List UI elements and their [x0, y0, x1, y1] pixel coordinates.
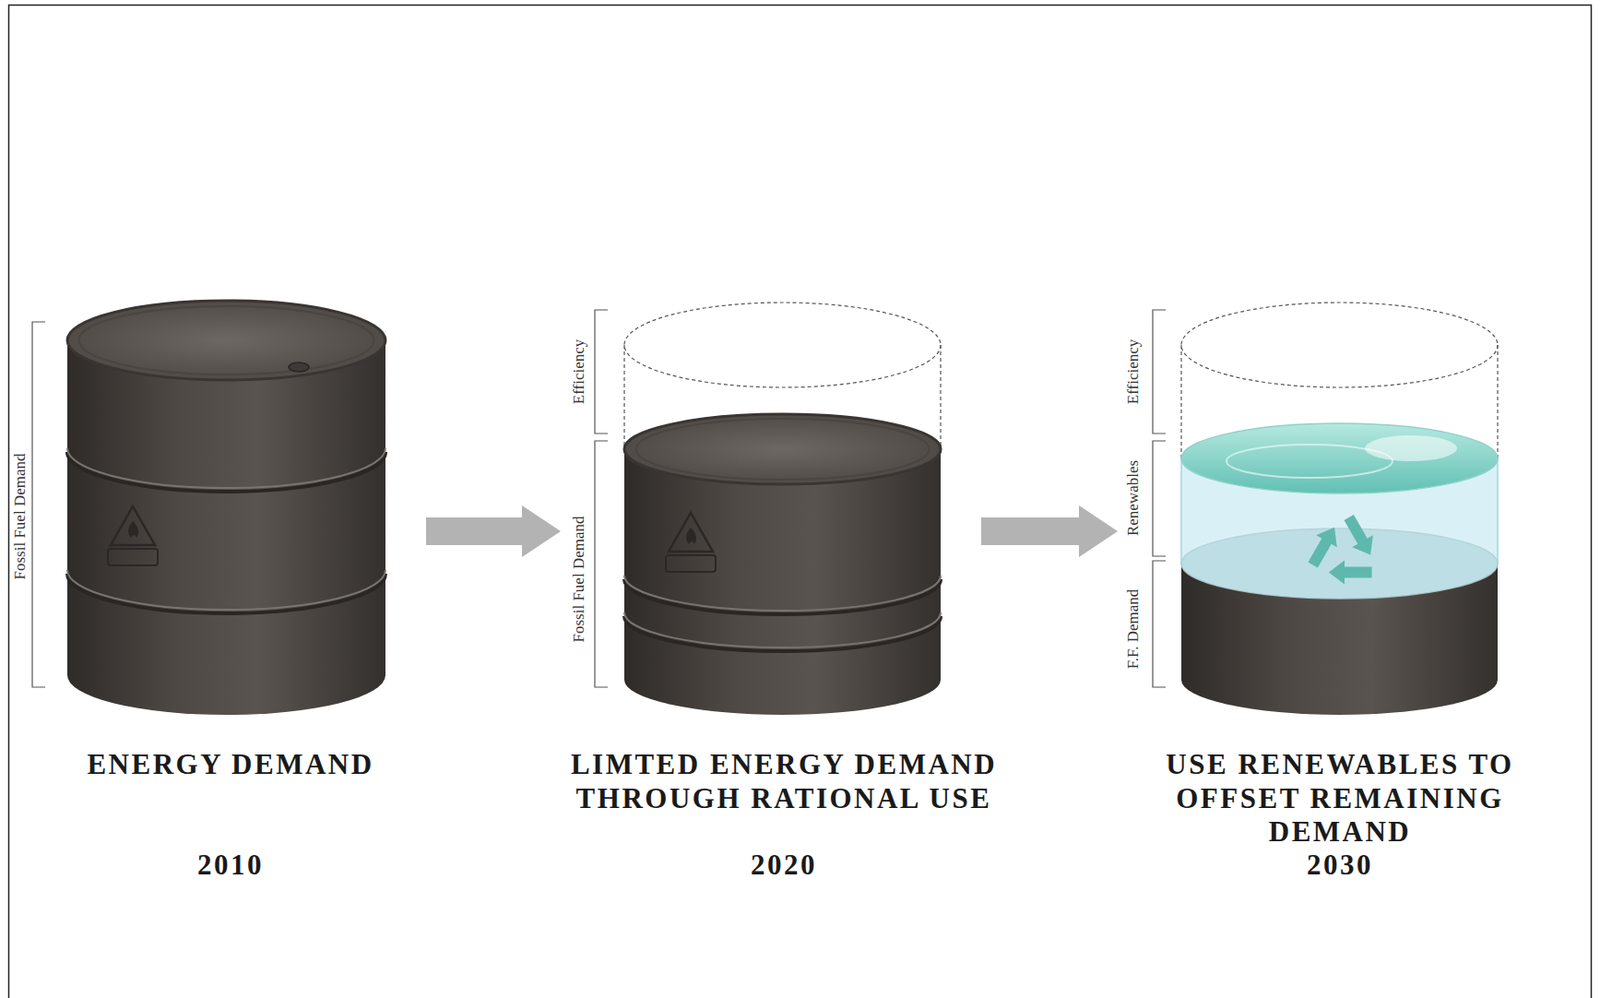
bracket [594, 440, 608, 688]
fossil-barrel [624, 616, 941, 652]
flow-arrow [981, 505, 1118, 558]
fossil-barrel [624, 612, 941, 648]
bracket [1152, 309, 1166, 434]
fossil-barrel [79, 306, 375, 375]
bracket [32, 321, 46, 688]
fossil-barrel [67, 569, 386, 610]
recycle-symbol [1344, 514, 1374, 556]
hazard-symbol [107, 548, 158, 566]
bracket [594, 309, 608, 434]
bracket [1152, 440, 1166, 557]
bracket [1152, 560, 1166, 688]
flow-arrow [426, 505, 561, 558]
fossil-barrel [67, 340, 386, 715]
efficiency-outline [1181, 302, 1498, 388]
fossil-barrel [67, 300, 386, 715]
fossil-barrel [288, 362, 309, 372]
hazard-symbol [110, 506, 155, 546]
bracket-label: Fossil Fuel Demand [570, 516, 587, 643]
frame [9, 5, 1592, 998]
bracket-label: Fossil Fuel Demand [11, 453, 28, 581]
bracket-label: Efficiency [1125, 339, 1141, 404]
efficiency-outline [1180, 344, 1182, 459]
year-label: 2010 [138, 848, 323, 883]
fossil-barrel [636, 418, 930, 480]
recycle-symbol [1327, 549, 1376, 595]
fossil-barrel [624, 414, 941, 715]
renewables-water [1364, 435, 1458, 462]
fossil-barrel [624, 579, 941, 615]
bracket-label: Efficiency [570, 339, 587, 404]
renewables-water [1496, 458, 1499, 564]
bracket-label: F.F. Demand [1125, 589, 1141, 670]
year-label: 2020 [691, 848, 877, 883]
stage-barrel: USE RENEWABLES TO OFFSET REMAINING DEMAN… [1121, 295, 1535, 720]
year-label: 2030 [1247, 848, 1433, 883]
renewables-water [1181, 423, 1498, 599]
recycle-symbol [1298, 514, 1377, 595]
hazard-symbol [107, 506, 158, 566]
efficiency-outline [624, 302, 941, 388]
efficiency-outline [1496, 344, 1498, 459]
stage-caption: LIMTED ENERGY DEMAND THROUGH RATIONAL US… [548, 747, 1020, 816]
fossil-barrel [624, 414, 941, 485]
hazard-symbol [665, 555, 716, 572]
renewables-water [1180, 458, 1183, 564]
hazard-symbol [665, 512, 716, 572]
fossil-barrel [67, 300, 386, 380]
fossil-barrel [624, 575, 941, 611]
bracket-label: Renewables [1125, 460, 1141, 536]
hazard-symbol [686, 527, 697, 545]
stage-barrel: LIMTED ENERGY DEMAND THROUGH RATIONAL US… [564, 295, 978, 720]
stage-barrel: ENERGY DEMAND2010 [23, 295, 423, 720]
stage-caption: ENERGY DEMAND [46, 747, 415, 783]
fossil-barrel [67, 573, 386, 614]
hazard-symbol [668, 512, 713, 552]
efficiency-outline [939, 344, 941, 450]
hazard-symbol [128, 521, 139, 538]
recycle-symbol [1298, 525, 1348, 571]
bracket [32, 309, 1166, 688]
stage-caption: USE RENEWABLES TO OFFSET REMAINING DEMAN… [1141, 747, 1539, 850]
renewables-water [1181, 423, 1498, 494]
fossil-barrel [67, 448, 386, 488]
efficiency-outline [623, 344, 625, 450]
fossil-barrel [624, 449, 941, 715]
fossil-barrel [67, 451, 386, 492]
